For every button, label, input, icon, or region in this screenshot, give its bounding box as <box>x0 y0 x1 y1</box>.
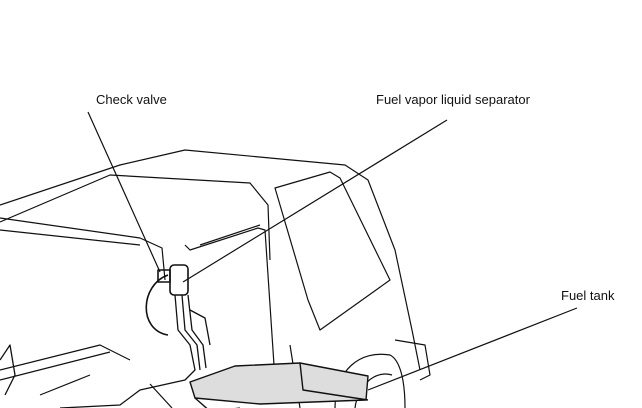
fuel-tank <box>189 362 369 408</box>
fuel-vapor-separator <box>145 264 189 336</box>
leader-check-valve <box>87 111 161 273</box>
leader-fuel-tank <box>367 307 578 391</box>
roof-outline <box>0 149 421 371</box>
leader-separator <box>182 119 448 283</box>
rear-window <box>274 171 391 331</box>
label-fuel-tank: Fuel tank <box>561 288 615 303</box>
label-fuel-vapor-liquid-separator: Fuel vapor liquid separator <box>376 92 530 107</box>
leader-bottom-1 <box>149 383 173 408</box>
label-check-valve: Check valve <box>96 92 167 107</box>
fuel-pipes <box>0 294 211 408</box>
